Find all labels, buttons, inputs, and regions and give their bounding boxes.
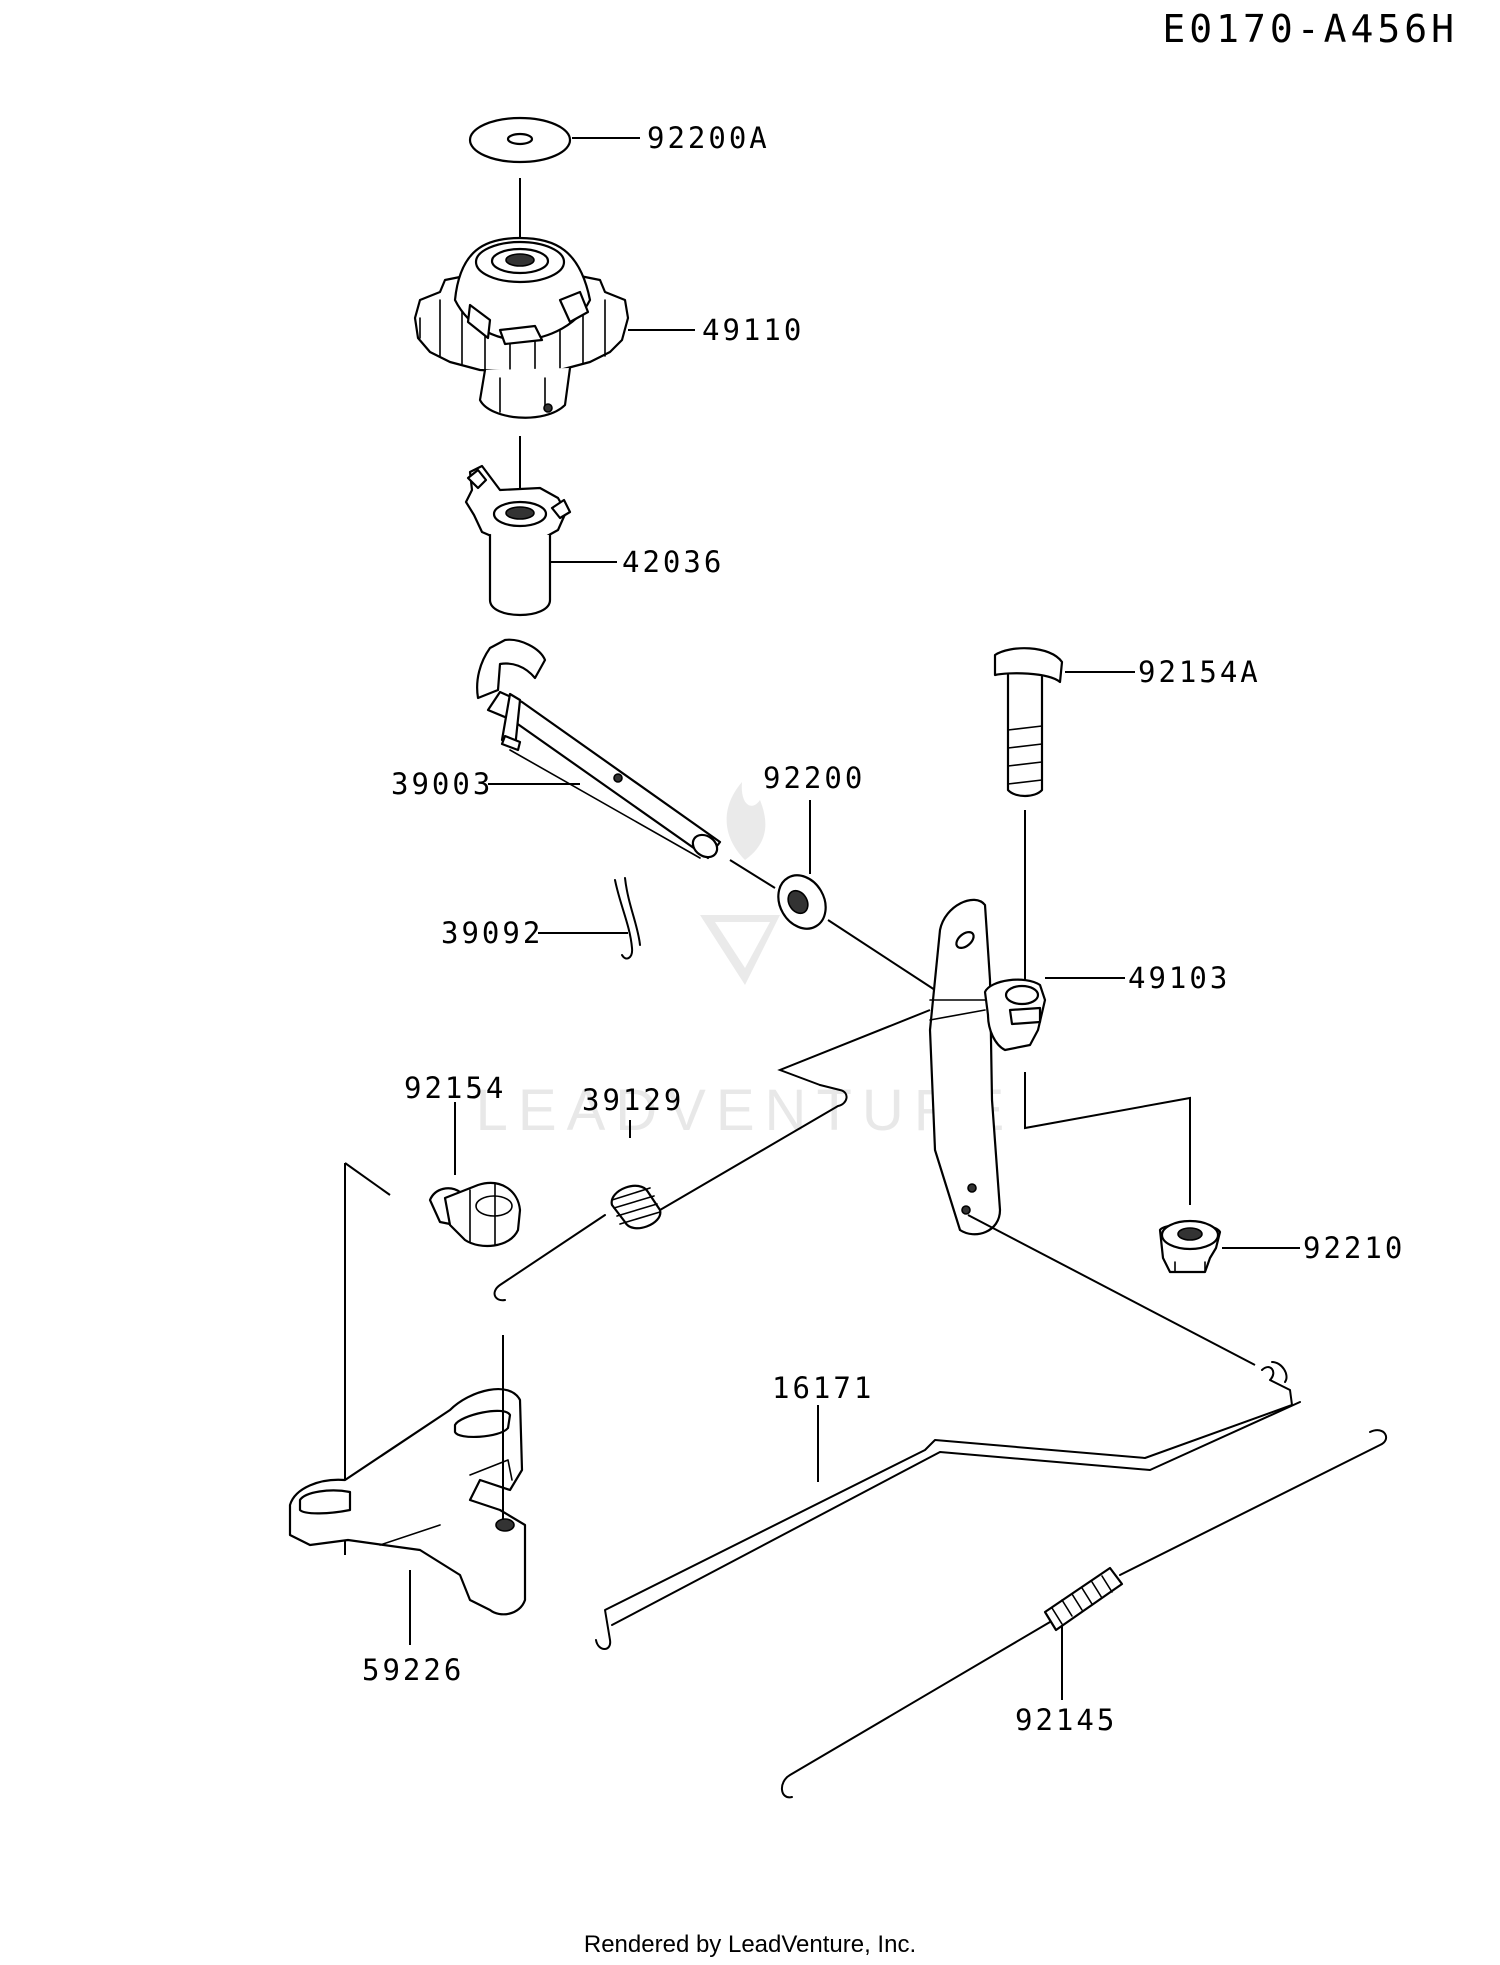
part-label-92200a: 92200A [647, 121, 770, 155]
part-92154a-bolt-icon [993, 647, 1064, 798]
part-label-92154a: 92154A [1138, 655, 1261, 689]
part-59226-bracket-icon [288, 1388, 527, 1616]
part-92200a-washer-icon [468, 116, 572, 164]
part-label-39129: 39129 [582, 1083, 684, 1117]
part-92210-nut-icon [1158, 1219, 1222, 1274]
part-49110-governor-gear-icon [413, 236, 630, 419]
part-92145-spring-icon [781, 1429, 1388, 1799]
part-39092-pin-icon [614, 877, 641, 960]
part-92154-bolt-icon [428, 1181, 522, 1247]
part-16171-rod-icon [595, 1361, 1301, 1650]
watermark-v-icon [700, 915, 780, 985]
part-label-92200: 92200 [763, 761, 865, 795]
part-label-92154: 92154 [404, 1071, 506, 1105]
part-49103-governor-lever-icon [928, 898, 1047, 1236]
part-42036-sleeve-icon [464, 464, 572, 617]
part-92200-washer-icon [777, 874, 827, 930]
watermark: LEADVENTURE [476, 782, 1015, 1143]
part-label-92210: 92210 [1303, 1231, 1405, 1265]
part-label-49110: 49110 [702, 313, 804, 347]
part-label-92145: 92145 [1015, 1703, 1117, 1737]
part-39129-spring-icon [493, 1084, 848, 1302]
part-label-16171: 16171 [772, 1371, 874, 1405]
part-label-39092: 39092 [441, 916, 543, 950]
part-label-39003: 39003 [391, 767, 493, 801]
part-label-42036: 42036 [622, 545, 724, 579]
watermark-text: LEADVENTURE [476, 1078, 1015, 1143]
footer-credit: Rendered by LeadVenture, Inc. [584, 1931, 916, 1958]
watermark-flame-icon [726, 782, 766, 860]
diagram-code: E0170-A456H [1162, 7, 1458, 51]
part-39003-governor-shaft-icon [476, 638, 722, 860]
part-label-59226: 59226 [362, 1653, 464, 1687]
part-label-49103: 49103 [1128, 961, 1230, 995]
